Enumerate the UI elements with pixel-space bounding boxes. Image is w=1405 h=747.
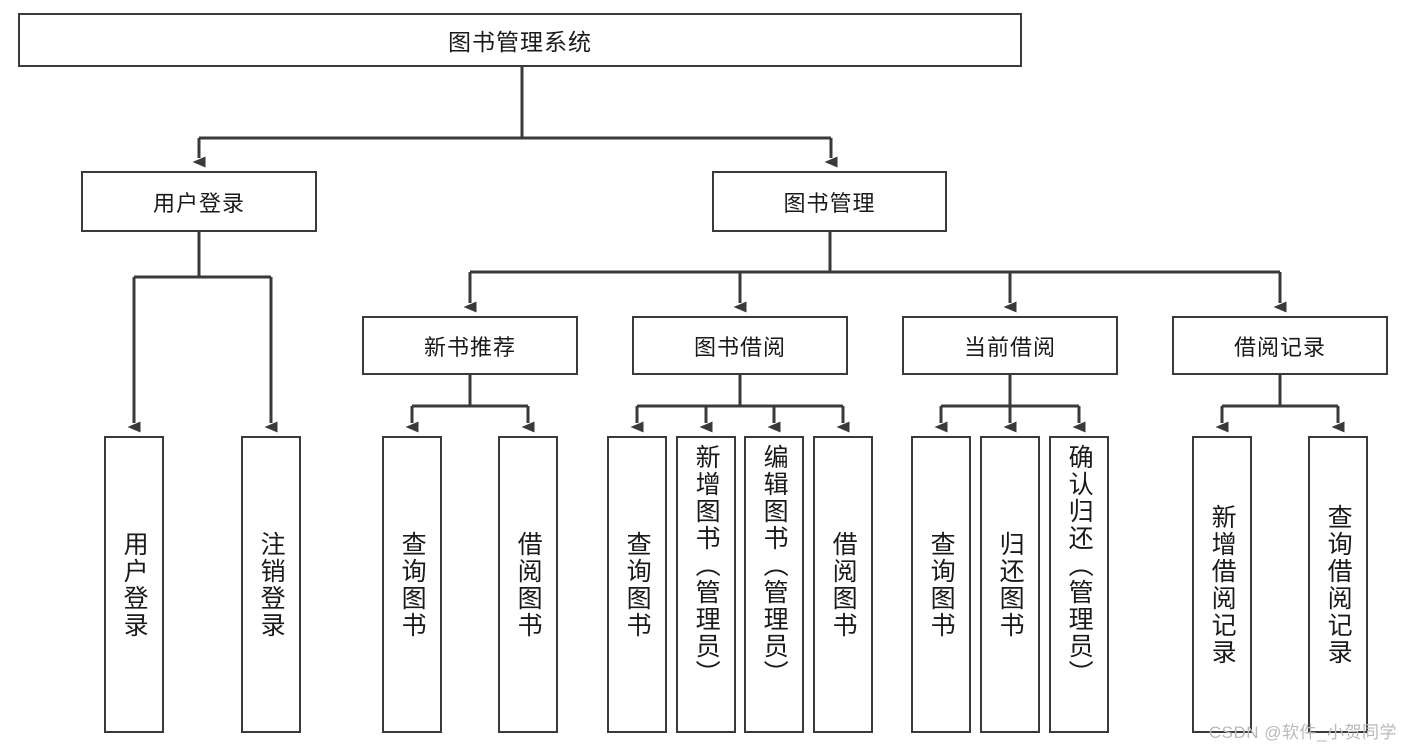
node-label: 用户登录 bbox=[120, 530, 149, 639]
node-leaf-edit-book[interactable]: 编辑图书（管理员） bbox=[744, 436, 804, 733]
node-label: 借阅图书 bbox=[514, 530, 543, 639]
node-label: 查询图书 bbox=[398, 530, 427, 639]
node-label: 编辑图书（管理员） bbox=[760, 444, 789, 687]
node-label: 新增图书（管理员） bbox=[692, 444, 721, 687]
node-leaf-borrow-book-2[interactable]: 借阅图书 bbox=[813, 436, 873, 733]
node-label: 借阅图书 bbox=[829, 530, 858, 639]
node-leaf-query-record[interactable]: 查询借阅记录 bbox=[1308, 436, 1368, 733]
node-book-borrow[interactable]: 图书借阅 bbox=[632, 316, 848, 375]
node-leaf-query-book-2[interactable]: 查询图书 bbox=[607, 436, 667, 733]
node-leaf-add-book[interactable]: 新增图书（管理员） bbox=[676, 436, 736, 733]
node-user-login[interactable]: 用户登录 bbox=[81, 171, 317, 232]
node-leaf-query-book-3[interactable]: 查询图书 bbox=[911, 436, 971, 733]
node-current-borrow[interactable]: 当前借阅 bbox=[902, 316, 1118, 375]
node-label: 注销登录 bbox=[257, 530, 286, 639]
node-leaf-user-login[interactable]: 用户登录 bbox=[104, 436, 164, 733]
node-root[interactable]: 图书管理系统 bbox=[18, 13, 1022, 67]
node-leaf-borrow-book-1[interactable]: 借阅图书 bbox=[498, 436, 558, 733]
node-leaf-user-logout[interactable]: 注销登录 bbox=[241, 436, 301, 733]
node-label: 查询图书 bbox=[623, 530, 652, 639]
node-leaf-return-book[interactable]: 归还图书 bbox=[980, 436, 1040, 733]
node-label: 新增借阅记录 bbox=[1208, 503, 1237, 666]
node-new-book-recommend[interactable]: 新书推荐 bbox=[362, 316, 578, 375]
node-label: 查询借阅记录 bbox=[1324, 503, 1353, 666]
node-label: 查询图书 bbox=[927, 530, 956, 639]
node-borrow-record[interactable]: 借阅记录 bbox=[1172, 316, 1388, 375]
node-leaf-add-record[interactable]: 新增借阅记录 bbox=[1192, 436, 1252, 733]
node-book-manage[interactable]: 图书管理 bbox=[712, 171, 947, 232]
node-leaf-query-book-1[interactable]: 查询图书 bbox=[382, 436, 442, 733]
node-leaf-confirm-return[interactable]: 确认归还（管理员） bbox=[1049, 436, 1109, 733]
node-label: 确认归还（管理员） bbox=[1065, 444, 1094, 687]
node-label: 归还图书 bbox=[996, 530, 1025, 639]
